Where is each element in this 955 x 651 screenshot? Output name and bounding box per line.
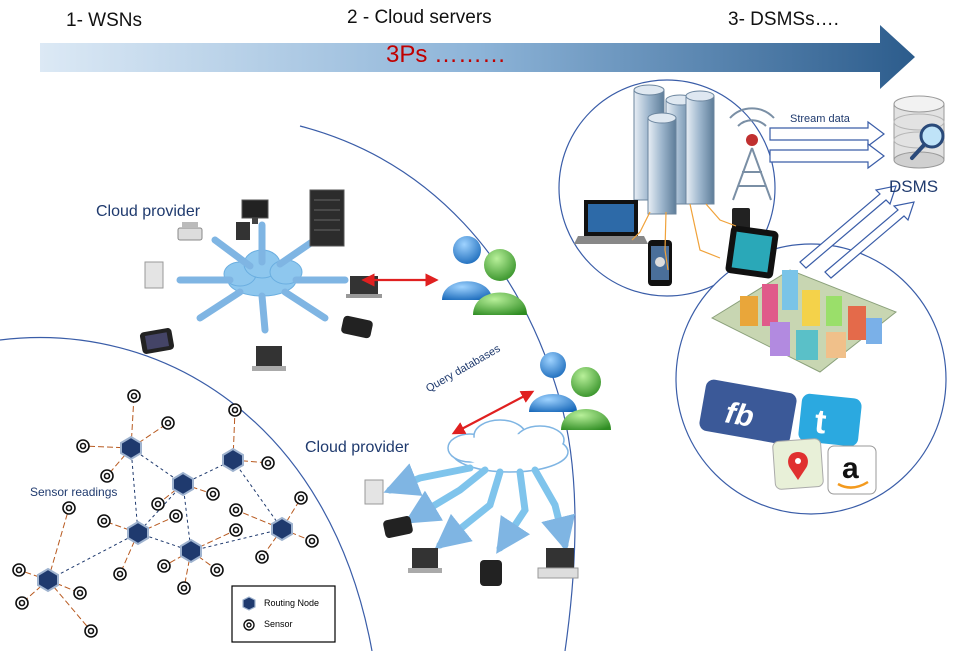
wsn-legend (231, 585, 336, 643)
legend-routing-node-icon (242, 596, 256, 611)
timeline-label-cloud-servers: 2 - Cloud servers (347, 7, 492, 28)
device-desktop-icon (537, 548, 579, 579)
access-arrow-bottom (451, 390, 535, 435)
facebook-logo-icon: fb (699, 379, 797, 445)
device-printer-icon (177, 222, 203, 241)
device-tower-icon (144, 261, 164, 289)
routing-node (127, 520, 149, 546)
legend-routing-node-label: Routing Node (264, 598, 320, 608)
wsn-sensors (12, 389, 319, 638)
device-laptop-icon (252, 346, 286, 371)
data-connections (631, 203, 737, 271)
timeline-label-wsns: 1- WSNs (66, 10, 142, 31)
routing-node (120, 435, 142, 461)
laptop-icon (574, 200, 648, 244)
wsn-routing-nodes (37, 435, 293, 593)
device-server-rack-icon (309, 189, 345, 247)
device-phone-icon (383, 516, 413, 538)
amazon-logo-icon: a (827, 445, 877, 495)
cloud-hub-top (176, 221, 349, 334)
stream-data-label: Stream data (790, 113, 850, 125)
device-phone-icon (480, 560, 502, 586)
svg-text:a: a (842, 452, 859, 485)
antenna-tower-icon (729, 107, 775, 201)
cloud-provider-bottom-title: Cloud provider (305, 439, 410, 456)
maps-logo-icon (772, 438, 824, 490)
device-phone-icon (341, 315, 373, 339)
twitter-logo-icon: t (798, 393, 862, 447)
sensor-readings-label: Sensor readings (30, 485, 118, 499)
timeline-label-dsmss: 3- DSMSs…. (728, 9, 839, 30)
routing-node (222, 447, 244, 473)
legend-sensor-icon (243, 619, 255, 631)
smartphone-icon (648, 240, 672, 286)
routing-node (271, 516, 293, 542)
dsms-label: DSMS (889, 177, 939, 196)
stream-arrows (769, 120, 915, 279)
users-icon (529, 352, 611, 430)
device-laptop-icon (408, 548, 442, 573)
timeline-arrow (40, 25, 915, 89)
server-towers-icon (633, 84, 715, 215)
routing-node (172, 471, 194, 497)
device-phone-icon (139, 328, 175, 354)
timeline-center-label: 3Ps ……… (386, 41, 507, 68)
device-tower-icon (364, 479, 384, 505)
tablet-icon (725, 225, 779, 279)
users-icon (442, 236, 527, 315)
city-map-icon (710, 269, 897, 373)
svg-text:fb: fb (723, 396, 757, 433)
device-desktop-icon (236, 199, 269, 240)
cloud-bottom-branches (383, 463, 576, 554)
svg-text:t: t (813, 403, 828, 442)
routing-node (180, 538, 202, 564)
routing-node (37, 567, 59, 593)
cloud-provider-top-title: Cloud provider (96, 203, 201, 220)
legend-sensor-label: Sensor (264, 619, 293, 629)
wsn-region-arc (0, 336, 373, 651)
database-search-icon (893, 95, 945, 169)
